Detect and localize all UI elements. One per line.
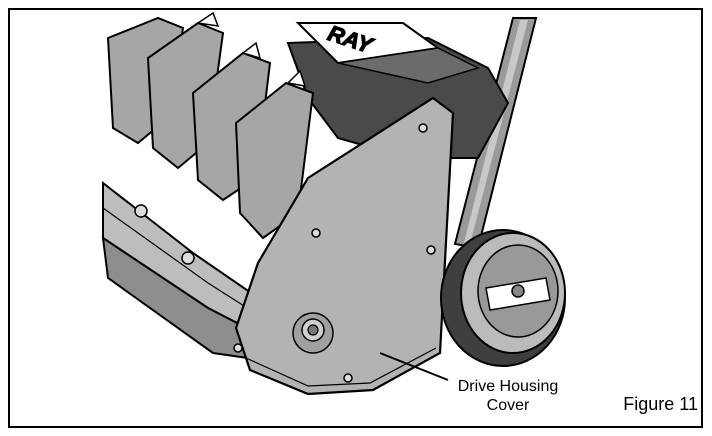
axle-nut: [292, 312, 334, 354]
rail-bolt: [181, 251, 195, 265]
callout-leader: [379, 352, 449, 381]
cover-screw: [418, 123, 428, 133]
callout-label-line2: Cover: [487, 397, 530, 414]
auger-paddles: [106, 11, 315, 240]
cover-screw: [233, 343, 243, 353]
cover-screw: [426, 245, 436, 255]
drive-housing-cover: [233, 96, 455, 396]
rail-bolt: [134, 204, 148, 218]
callout-label-line1: Drive Housing: [458, 378, 558, 395]
cover-screw: [343, 373, 353, 383]
frame-rail: [101, 180, 275, 360]
cover-screw: [311, 228, 321, 238]
wheel: [440, 229, 566, 367]
figure-number: Figure 11: [623, 394, 698, 414]
figure-frame: RAY Drive Housing Cover Fig: [8, 8, 703, 428]
drive-housing-illustration: RAY Drive Housing Cover Fig: [8, 8, 703, 428]
